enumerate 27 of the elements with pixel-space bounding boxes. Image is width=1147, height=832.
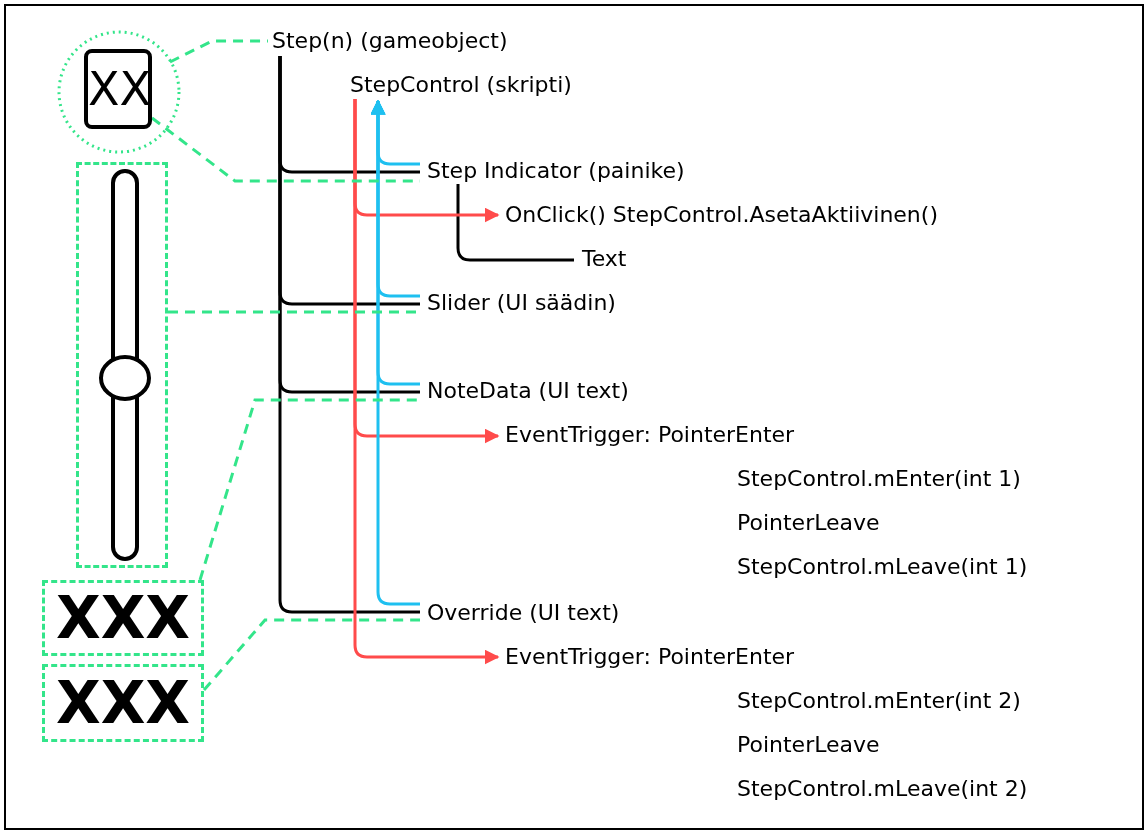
method-call-text: StepControl.mEnter(int 1) [737,465,1021,493]
method-call-text: StepControl.mLeave(int 2) [737,775,1028,803]
method-call-text: StepControl.mLeave(int 1) [737,553,1028,581]
hierarchy-item-label: Slider (UI säädin) [427,289,616,317]
event-label: EventTrigger: PointerEnter [505,643,795,671]
hierarchy-item-label: NoteData (UI text) [427,377,629,405]
hierarchy-item-label: Override (UI text) [427,599,620,627]
event-label: PointerLeave [737,509,880,537]
hierarchy-item-label: Step Indicator (painike) [427,157,685,185]
highlight-frame [76,162,168,568]
arrow [353,99,500,665]
arrow [370,99,420,606]
hierarchy-item-label: OnClick() StepControl.AsetaAktiivinen() [505,201,938,229]
hierarchy-item-label: StepControl (skripti) [350,71,572,99]
leader-line [202,618,420,691]
text-preview: XXX [42,664,204,742]
leader-line [198,398,420,581]
connector-line [278,56,420,614]
hierarchy-item-label: Step(n) (gameobject) [272,27,508,55]
event-label: PointerLeave [737,731,880,759]
hierarchy-item-label: Text [582,245,627,273]
text-preview: XXX [42,580,204,656]
connector-line [456,184,574,262]
event-label: EventTrigger: PointerEnter [505,421,795,449]
method-call-text: StepControl.mEnter(int 2) [737,687,1021,715]
button-preview: XX [84,49,152,129]
leader-line [169,39,268,64]
